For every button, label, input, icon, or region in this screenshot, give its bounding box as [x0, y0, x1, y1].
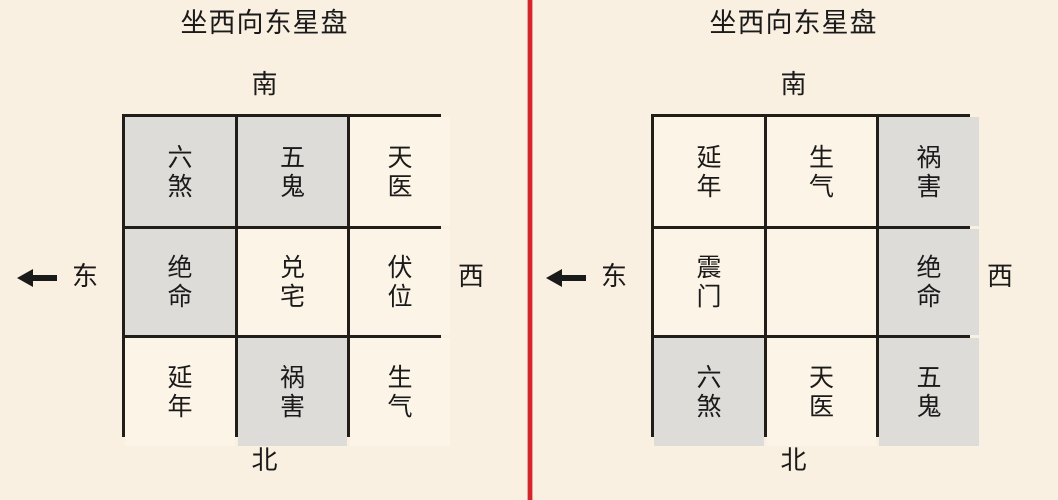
grid-cell[interactable]: 生气: [350, 338, 450, 446]
grid-cell[interactable]: 生气: [767, 117, 876, 226]
grid-cell-label: 六煞: [167, 142, 193, 201]
grid-cell[interactable]: 绝命: [125, 229, 235, 335]
grid-cell-label: 绝命: [167, 253, 193, 311]
left-arrow-icon: [14, 265, 58, 291]
star-chart-panel-left: 坐西向东星盘 南 东 西 六煞 五鬼 天医 绝命 兑宅 伏位 延年 祸害 生气 …: [14, 8, 485, 476]
grid-cell[interactable]: 祸害: [879, 117, 979, 226]
grid-cell-label: 伏位: [387, 253, 413, 311]
direction-east-text-left: 东: [72, 262, 99, 292]
star-chart-panel-right: 坐西向东星盘 南 东 西 延年 生气 祸害 震门 绝命 六煞 天医 五鬼 北: [529, 0, 1058, 500]
direction-label-south-left: 南: [251, 70, 278, 100]
panel-title-right: 坐西向东星盘: [709, 8, 878, 39]
grid-cell-label: 震门: [696, 253, 722, 311]
grid-cell-label: 六煞: [696, 363, 722, 421]
grid-cell-label: 祸害: [279, 363, 305, 421]
grid-cell-label: 祸害: [916, 142, 942, 201]
direction-label-east-right: 东: [543, 262, 643, 292]
grid-cell-label: 生气: [808, 142, 834, 201]
panel-divider: [528, 0, 532, 500]
direction-label-west-right: 西: [987, 262, 1014, 292]
grid-cell[interactable]: 天医: [350, 117, 450, 226]
grid-cell-label: 兑宅: [279, 253, 305, 311]
grid-cell[interactable]: 震门: [654, 229, 764, 335]
star-grid-left: 六煞 五鬼 天医 绝命 兑宅 伏位 延年 祸害 生气: [122, 114, 450, 446]
grid-cell[interactable]: 天医: [767, 338, 876, 446]
grid-cell-label: 五鬼: [279, 142, 305, 201]
grid-cell-label: 天医: [808, 363, 834, 421]
grid-cell-label: 天医: [387, 142, 413, 201]
direction-east-text-right: 东: [601, 262, 628, 292]
grid-cell[interactable]: 六煞: [125, 117, 235, 226]
grid-cell[interactable]: 伏位: [350, 229, 450, 335]
grid-cell[interactable]: 五鬼: [879, 338, 979, 446]
grid-cell-label: 延年: [696, 142, 722, 201]
direction-label-north-right: 北: [780, 446, 807, 476]
panel-title-left: 坐西向东星盘: [180, 8, 349, 39]
grid-cell-label: 绝命: [916, 253, 942, 311]
grid-cell[interactable]: 兑宅: [238, 229, 347, 335]
grid-cell[interactable]: 六煞: [654, 338, 764, 446]
grid-cell-label: 五鬼: [916, 363, 942, 421]
direction-label-east-left: 东: [14, 262, 114, 292]
grid-cell[interactable]: 绝命: [879, 229, 979, 335]
direction-label-west-left: 西: [458, 262, 485, 292]
direction-label-south-right: 南: [780, 70, 807, 100]
grid-cell-label: 延年: [167, 363, 193, 421]
grid-cell-center-empty[interactable]: [767, 229, 876, 335]
grid-cell[interactable]: 五鬼: [238, 117, 347, 226]
grid-cell[interactable]: 祸害: [238, 338, 347, 446]
left-arrow-icon: [543, 265, 587, 291]
grid-cell[interactable]: 延年: [654, 117, 764, 226]
star-grid-right: 延年 生气 祸害 震门 绝命 六煞 天医 五鬼: [651, 114, 979, 446]
direction-label-north-left: 北: [251, 446, 278, 476]
grid-cell-label: 生气: [387, 363, 413, 421]
grid-cell[interactable]: 延年: [125, 338, 235, 446]
